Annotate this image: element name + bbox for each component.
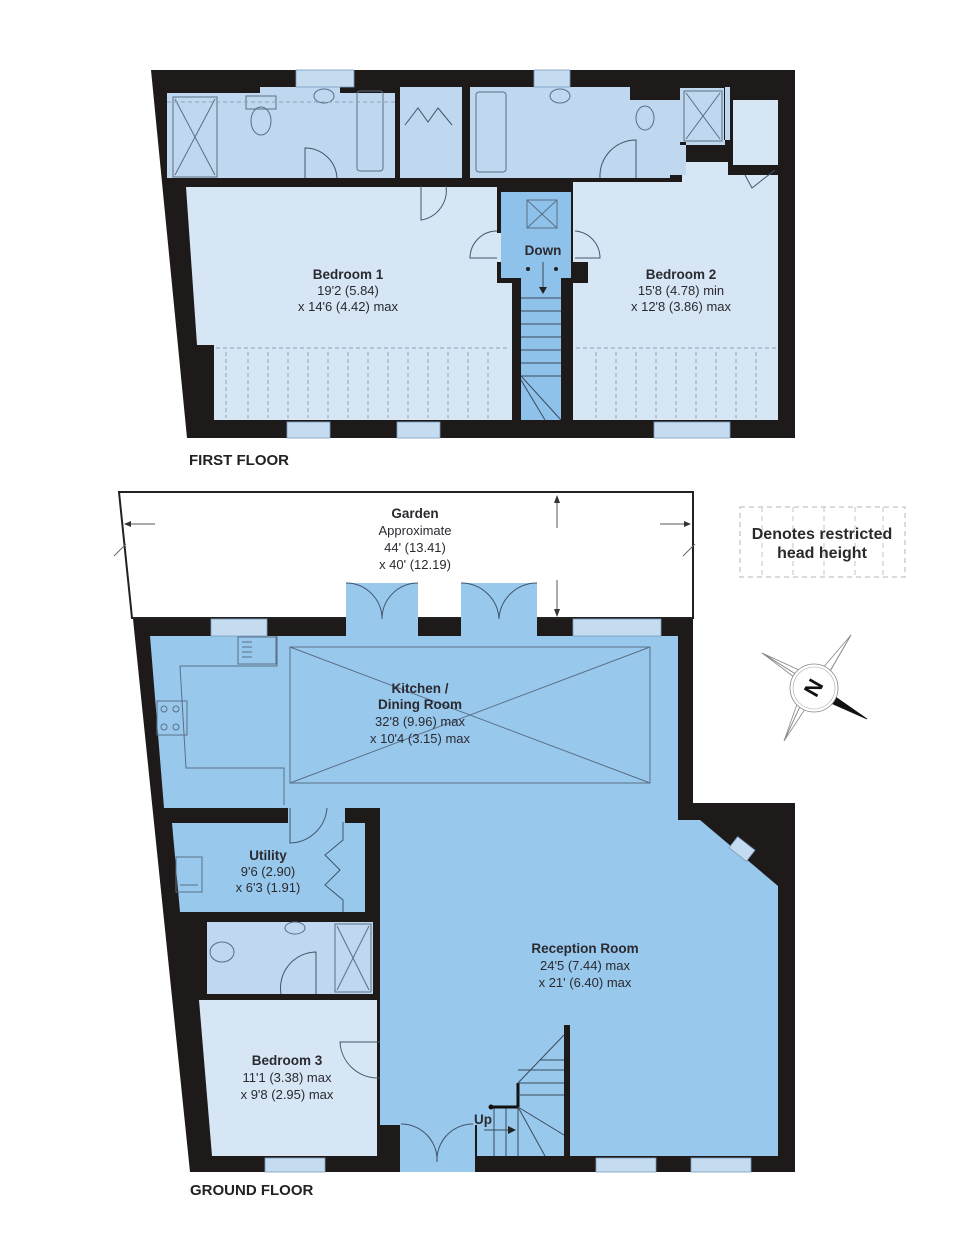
window: [210, 618, 268, 637]
legend-line-2: head height: [777, 545, 867, 562]
bedroom-3-dim2: x 9'8 (2.95) max: [241, 1087, 334, 1102]
down-arrow-icon: [539, 287, 547, 294]
bedroom-2-name: Bedroom 2: [646, 267, 717, 282]
window: [653, 421, 731, 439]
kitchen-reception-floor: [150, 636, 778, 1172]
kitchen-dim2: x 10'4 (3.15) max: [370, 731, 471, 746]
ensuite-1-floor: [167, 87, 395, 178]
bedroom-3-floor: [199, 1000, 377, 1156]
ground-floor-plan: Up Garden Approximate 44' (13.41) x 40' …: [113, 491, 795, 1199]
toilet-icon: [209, 941, 235, 963]
window: [595, 1157, 657, 1173]
utility-fixtures: [175, 807, 344, 912]
sink-icon: [237, 636, 277, 665]
door-swing-icon: [339, 1041, 381, 1079]
stair-direction-label: Down: [525, 243, 562, 258]
window: [286, 421, 331, 439]
garden-dim1: 44' (13.41): [384, 540, 446, 555]
ensuite-1-fixtures: [167, 88, 395, 179]
french-doors-right: [461, 583, 537, 636]
front-door-swing-icon: [400, 1123, 474, 1163]
french-door-swing-icon: [460, 582, 538, 620]
restricted-head-height-zone: [216, 347, 776, 418]
shower-icon: [172, 96, 218, 178]
shower-icon: [334, 923, 372, 993]
bedroom-2-cupboard: [733, 100, 778, 165]
ground-floor-stairs: Up: [474, 1034, 565, 1157]
basin-icon: [313, 88, 335, 104]
cupboard-door-icon: [324, 822, 344, 912]
utility-sink-icon: [175, 856, 203, 893]
garden-dim2: x 40' (12.19): [379, 557, 451, 572]
door-swing-icon: [289, 807, 328, 844]
kitchen-fixtures: [156, 636, 651, 805]
window: [295, 69, 355, 88]
window: [396, 421, 441, 439]
door-swing-icon: [599, 139, 637, 179]
legend-restricted-head-height: Denotes restricted head height: [739, 506, 906, 578]
basin-icon: [549, 88, 571, 104]
utility-dim1: 9'6 (2.90): [241, 864, 296, 879]
landing-cupboard: [400, 87, 462, 178]
first-floor-plan: Down Bedroom 1 19'2 (5.84) x 14'6 (4.42)…: [151, 69, 795, 469]
kitchen-name: Kitchen /: [391, 681, 448, 696]
hob-icon: [156, 700, 188, 736]
bedroom-3-name: Bedroom 3: [252, 1053, 323, 1068]
shower-room-fixtures: [209, 921, 372, 995]
loft-hatch-icon: [526, 199, 558, 229]
bedroom-3-dim1: 11'1 (3.38) max: [243, 1070, 332, 1085]
bedroom-2-floor: [573, 162, 778, 420]
garden-name: Garden: [391, 506, 438, 521]
legend-line-1: Denotes restricted: [752, 526, 893, 543]
stair-direction-label: Up: [474, 1112, 492, 1127]
bedroom-2-dim1: 15'8 (4.78) min: [638, 283, 724, 298]
garden-dimension-arrows: [113, 495, 696, 617]
reception-name: Reception Room: [531, 941, 638, 956]
reception-dim2: x 21' (6.40) max: [539, 975, 632, 990]
bedroom-2-dim2: x 12'8 (3.86) max: [631, 299, 732, 314]
first-floor-label: FIRST FLOOR: [189, 452, 289, 469]
cupboard-door-icon: [744, 169, 776, 189]
shower-room-floor: [207, 922, 373, 994]
utility-floor: [172, 808, 365, 912]
reception-dim1: 24'5 (7.44) max: [540, 958, 630, 973]
kitchen-dim1: 32'8 (9.96) max: [375, 714, 465, 729]
compass-rose-icon: N: [761, 634, 868, 742]
utility-dim2: x 6'3 (1.91): [236, 880, 301, 895]
window: [533, 69, 571, 88]
window: [690, 1157, 752, 1173]
shower-icon: [683, 90, 723, 142]
french-doors-left: [346, 583, 418, 636]
door-swing-icon: [280, 951, 317, 995]
up-arrow-icon: [508, 1126, 516, 1134]
ensuite-2-fixtures: [475, 88, 776, 189]
kitchen-name-line2: Dining Room: [378, 697, 462, 712]
first-floor-stairs: Down: [469, 199, 601, 421]
french-door-swing-icon: [345, 582, 419, 620]
door-swing-icon: [420, 185, 447, 221]
window: [572, 618, 662, 637]
toilet-icon: [250, 106, 272, 136]
window: [728, 836, 756, 862]
ensuite-2-floor: [470, 87, 730, 178]
garden-outline: [117, 491, 694, 619]
garden-note: Approximate: [379, 523, 452, 538]
toilet-icon: [635, 105, 655, 131]
door-swing-icon: [469, 230, 498, 259]
ground-floor-label: GROUND FLOOR: [190, 1182, 313, 1199]
roof-lantern-icon: [289, 646, 651, 784]
bath-icon: [356, 90, 384, 172]
door-swing-icon: [304, 147, 338, 179]
bedroom-1-name: Bedroom 1: [313, 267, 384, 282]
bedroom-1-dim2: x 14'6 (4.42) max: [298, 299, 399, 314]
utility-name: Utility: [249, 848, 287, 863]
cupboard-door-icon: [404, 107, 453, 126]
bedroom-1-dim1: 19'2 (5.84): [317, 283, 379, 298]
window: [264, 1157, 326, 1173]
basin-icon: [284, 921, 306, 935]
door-swing-icon: [574, 230, 601, 259]
bath-icon: [475, 91, 507, 173]
